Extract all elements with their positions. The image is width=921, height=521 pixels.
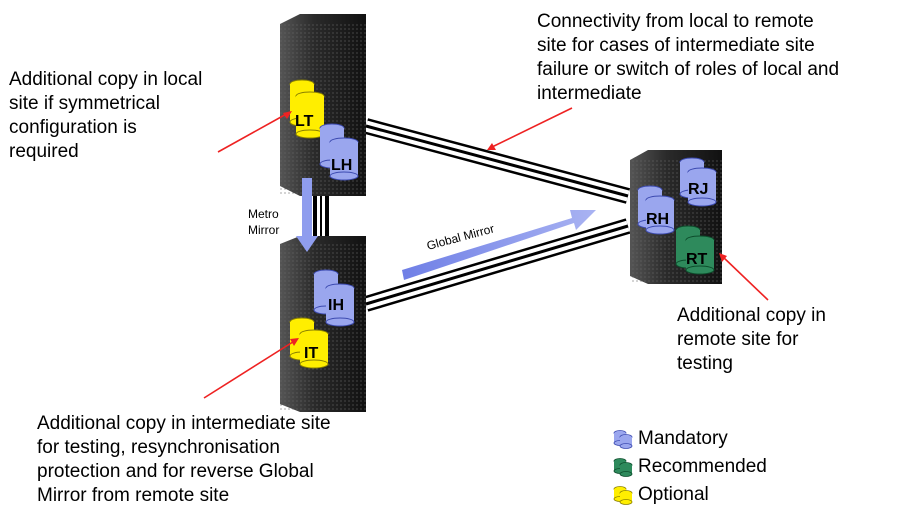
pointer-lines [203, 107, 769, 399]
legend-item-mandatory: Mandatory [612, 428, 728, 450]
volume-rh-label: RH [646, 211, 669, 228]
note-local-copy: Additional copy in local site if symmetr… [9, 68, 202, 164]
note-intermediate-copy: Additional copy in intermediate site for… [37, 412, 331, 508]
recommended-disk-icon [613, 458, 633, 477]
volume-rt: RT [675, 225, 715, 275]
note-local-copy-line: site if symmetrical [9, 93, 160, 114]
intermediate-server [280, 236, 366, 412]
pointer-remote-copy [719, 253, 769, 301]
note-connectivity-line: intermediate [537, 83, 642, 104]
volume-rt-label: RT [686, 251, 708, 268]
metro-mirror-label-line-2: Mirror [248, 223, 279, 237]
note-remote-copy-line: Additional copy in [677, 305, 826, 326]
note-intermediate-copy-line: Additional copy in intermediate site [37, 413, 331, 434]
legend-item-recommended: Recommended [612, 456, 767, 478]
note-connectivity: Connectivity from local to remote site f… [537, 10, 839, 106]
link-local-intermediate [313, 192, 329, 240]
note-connectivity-line: failure or switch of roles of local and [537, 59, 840, 80]
volume-lh: LH [319, 123, 359, 181]
pointer-intermediate-copy [203, 338, 299, 399]
pointer-local-copy [217, 111, 292, 153]
optional-disk-icon [613, 486, 633, 505]
legend-label: Optional [638, 484, 709, 505]
metro-mirror-label-line-1: Metro [248, 207, 279, 221]
link-intermediate-remote [363, 218, 631, 312]
global-mirror-arrow [402, 210, 596, 280]
volume-rj: RJ [679, 157, 717, 207]
note-remote-copy-line: testing [677, 353, 733, 374]
note-remote-copy-line: remote site for [677, 329, 799, 350]
volume-rh: RH [637, 185, 675, 235]
note-intermediate-copy-line: protection and for reverse Global [37, 461, 314, 482]
volume-ih: IH [313, 269, 355, 327]
note-intermediate-copy-line: Mirror from remote site [37, 485, 230, 506]
note-local-copy-line: required [9, 141, 79, 162]
note-connectivity-line: Connectivity from local to remote [537, 11, 814, 32]
note-intermediate-copy-line: for testing, resynchronisation [37, 437, 280, 458]
volume-ih-label: IH [328, 297, 344, 314]
metro-mirror-label: Metro Mirror [248, 207, 282, 237]
note-local-copy-line: configuration is [9, 117, 137, 138]
legend-label: Recommended [638, 456, 767, 477]
links [313, 118, 631, 312]
volume-lt: LT [289, 79, 325, 139]
link-local-remote [363, 118, 631, 204]
note-connectivity-line: site for cases of intermediate site [537, 35, 815, 56]
pointer-connectivity [487, 107, 573, 150]
legend-item-optional: Optional [612, 484, 709, 506]
note-local-copy-line: Additional copy in local [9, 69, 203, 90]
volume-lt-label: LT [295, 113, 314, 130]
legend-label: Mandatory [638, 428, 728, 449]
mandatory-disk-icon [613, 430, 633, 449]
volume-lh-label: LH [331, 157, 352, 174]
metro-mirror-arrow [296, 178, 318, 252]
volume-rj-label: RJ [688, 181, 708, 198]
volume-it-label: IT [304, 345, 318, 362]
note-remote-copy: Additional copy in remote site for testi… [677, 304, 826, 376]
